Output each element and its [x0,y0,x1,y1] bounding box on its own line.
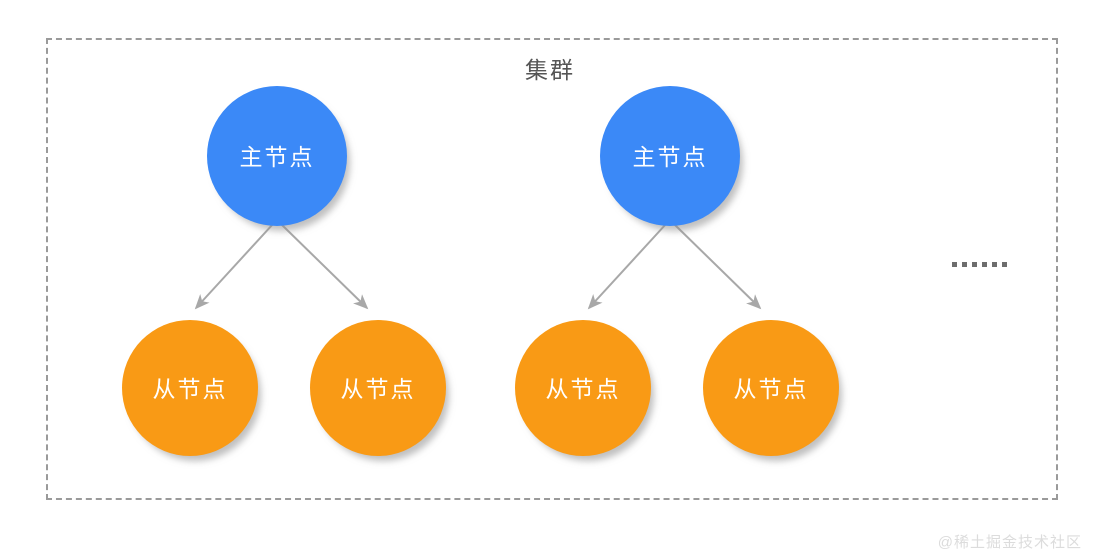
cluster-boundary [46,38,1058,500]
ellipsis-dot [982,262,987,267]
node-label: 主节点 [239,144,315,170]
ellipsis-dot [962,262,967,267]
cluster-title: 集群 [525,57,575,83]
watermark: @稀土掘金技术社区 [937,534,1082,551]
node-label: 从节点 [545,376,621,402]
node-slave-2[interactable]: 从节点 [310,320,446,456]
node-slave-1[interactable]: 从节点 [122,320,258,456]
ellipsis-dot [952,262,957,267]
node-label: 从节点 [340,376,416,402]
ellipsis-dot [1002,262,1007,267]
ellipsis-dot [992,262,997,267]
ellipsis-more-indicator [952,262,1007,267]
node-label: 从节点 [152,376,228,402]
node-slave-3[interactable]: 从节点 [515,320,651,456]
node-label: 从节点 [733,376,809,402]
node-slave-4[interactable]: 从节点 [703,320,839,456]
ellipsis-dot [972,262,977,267]
node-master-1[interactable]: 主节点 [207,86,347,226]
node-master-2[interactable]: 主节点 [600,86,740,226]
node-label: 主节点 [632,144,708,170]
